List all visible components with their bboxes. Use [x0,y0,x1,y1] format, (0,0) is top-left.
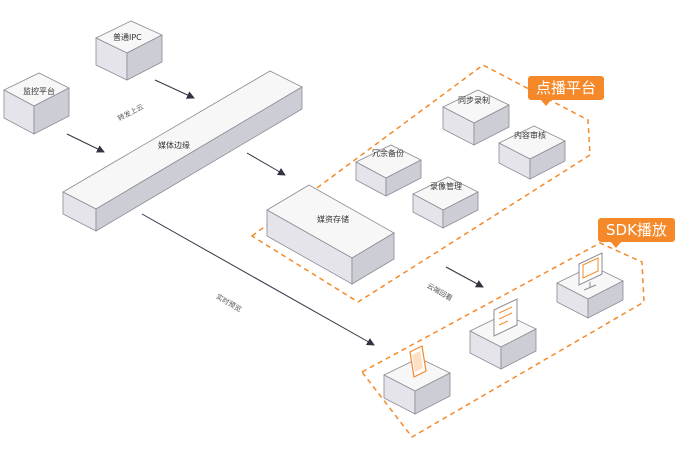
arrow-monitor-to-edge [66,133,105,153]
monitor-icon [578,252,603,291]
redundant-backup-node [355,144,422,197]
arrow-edge-to-storage [246,152,286,176]
arrow-live-preview [141,213,375,346]
record-manage-label: 录像管理 [430,182,462,191]
media-storage-node [266,184,395,285]
sync-record-label: 同步录制 [458,96,490,105]
vod-platform-badge: 点播平台 [528,76,605,106]
arrow-cloud-playback [445,266,484,288]
monitor-platform-node [3,72,70,135]
ipc-label: 普通IPC [113,33,142,42]
content-review-node [498,125,566,180]
media-storage-label: 媒资存储 [317,215,349,224]
ipc-node [95,20,163,81]
sdk-play-badge: SDK播放 [598,218,675,248]
redundant-backup-label: 冗余备份 [372,149,404,158]
media-edge-label: 媒体边缘 [158,141,190,150]
monitor-platform-label: 监控平台 [23,87,55,96]
vod-platform-region [250,64,591,303]
content-review-label: 内容审核 [514,131,546,140]
phone-icon [409,345,427,378]
record-manage-node [412,176,479,229]
sdk-play-region [360,242,645,438]
arrow-ipc-to-edge [154,79,195,99]
document-icon [493,298,518,337]
media-edge-node [62,70,303,232]
sync-record-node [442,89,510,146]
